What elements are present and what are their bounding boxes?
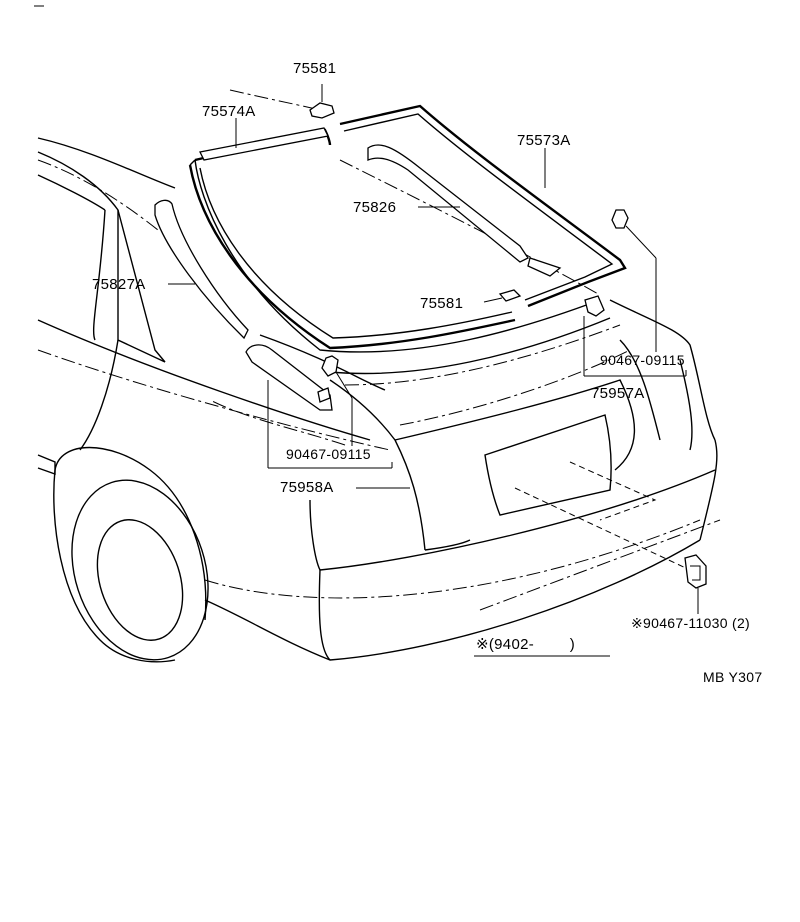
diagram-code: MB Y307 (703, 669, 763, 685)
label-75826: 75826 (353, 199, 397, 216)
molding-75574A (199, 127, 329, 161)
date-note: ※(9402- ) (476, 636, 576, 653)
car-body (37, 89, 721, 663)
weatherstrip-75573A (188, 104, 627, 350)
label-75581-mid: 75581 (420, 295, 464, 312)
clip-90467-11030 (684, 554, 707, 589)
label-90467-11030: ※90467-11030 (2) (631, 615, 751, 631)
label-75581-top: 75581 (293, 60, 337, 77)
molding-75827A (154, 199, 249, 340)
bracket-75957A (584, 295, 605, 317)
clip-90467-09115-left (321, 355, 339, 377)
label-75957A: 75957A (591, 385, 645, 402)
clip-75581-top (309, 84, 335, 119)
bracket-75958A (245, 344, 333, 411)
label-75827A: 75827A (92, 276, 146, 293)
label-75958A: 75958A (280, 479, 334, 496)
clip-90467-09115-right (611, 209, 629, 229)
leader-lines (168, 118, 699, 657)
label-75574A: 75574A (202, 103, 256, 120)
molding-75826 (367, 144, 562, 277)
label-75573A: 75573A (517, 132, 571, 149)
label-90467-09115-left: 90467-09115 (286, 446, 371, 462)
label-90467-09115-right: 90467-09115 (600, 352, 685, 368)
clip-75581-mid (498, 289, 522, 302)
